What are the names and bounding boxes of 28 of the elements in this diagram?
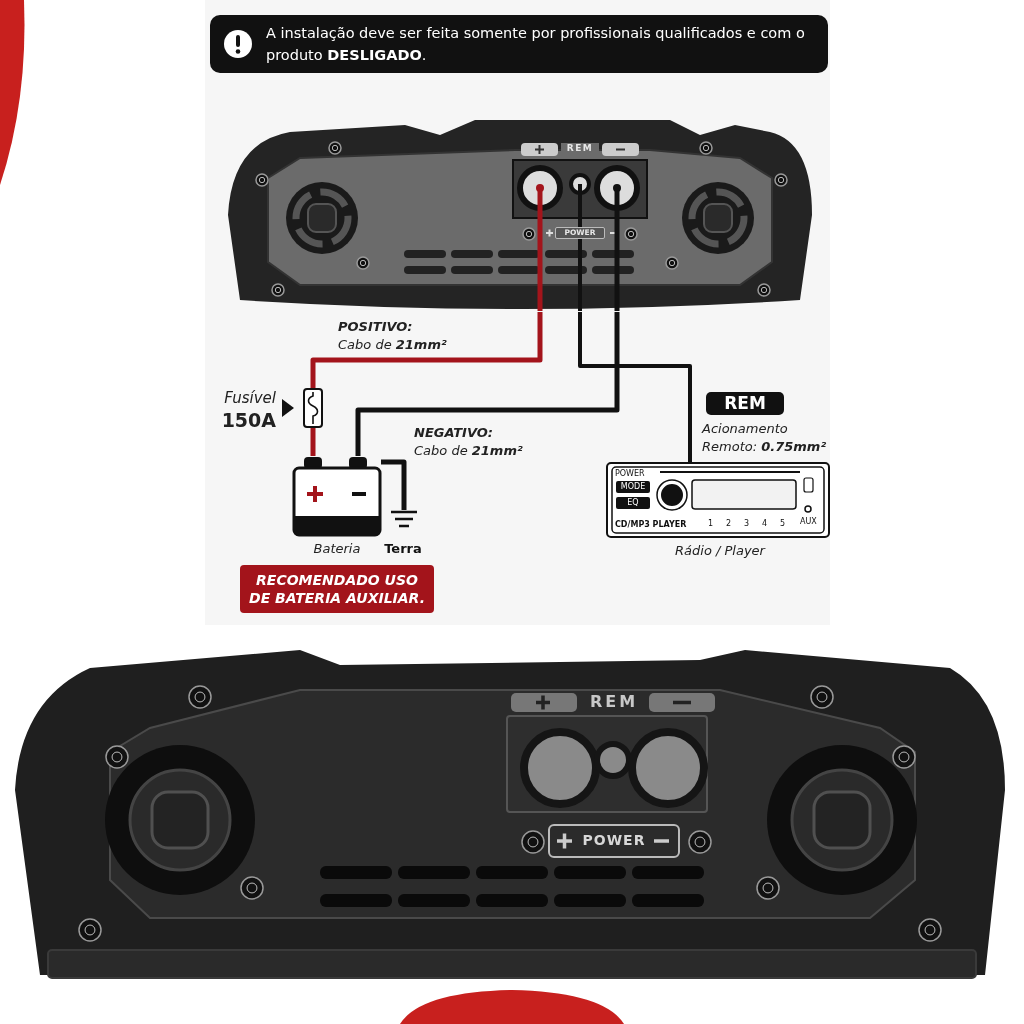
cable xyxy=(310,428,316,456)
warning-banner xyxy=(210,15,828,73)
cable xyxy=(310,312,543,388)
preset-number: 3 xyxy=(744,518,750,529)
terminal-label: POWER xyxy=(581,832,647,848)
preset-number: 2 xyxy=(726,518,732,529)
port-label: AUX xyxy=(800,516,817,527)
node-caption: Fusível xyxy=(223,389,276,407)
preset-number: 1 xyxy=(708,518,714,529)
cable xyxy=(355,312,620,456)
warning-text: A instalação deve ser feita somente por profissionais qualificados e com o produto DESLIGADO. xyxy=(266,24,806,65)
note-box: RECOMENDADO USO DE BATERIA AUXILIAR. xyxy=(240,565,434,613)
button-label: EQ xyxy=(626,497,640,509)
cable xyxy=(381,459,407,510)
preset-number: 4 xyxy=(762,518,768,529)
node-caption: Acionamento Remoto: 0.75mm² xyxy=(702,420,828,456)
device-label: CD/MP3 PLAYER xyxy=(615,519,687,530)
terminal-label: REM xyxy=(561,143,599,153)
preset-number: 5 xyxy=(780,518,786,529)
node-caption: 150A xyxy=(220,409,276,431)
button-label: MODE xyxy=(619,481,647,493)
node-caption: Bateria xyxy=(312,541,362,556)
cable xyxy=(578,312,692,462)
node-caption: Terra xyxy=(383,541,423,556)
terminal-label: REM xyxy=(588,692,640,711)
node-caption: Rádio / Player xyxy=(674,543,767,558)
button-label: POWER xyxy=(615,468,645,479)
rem-badge: REM xyxy=(706,392,784,415)
